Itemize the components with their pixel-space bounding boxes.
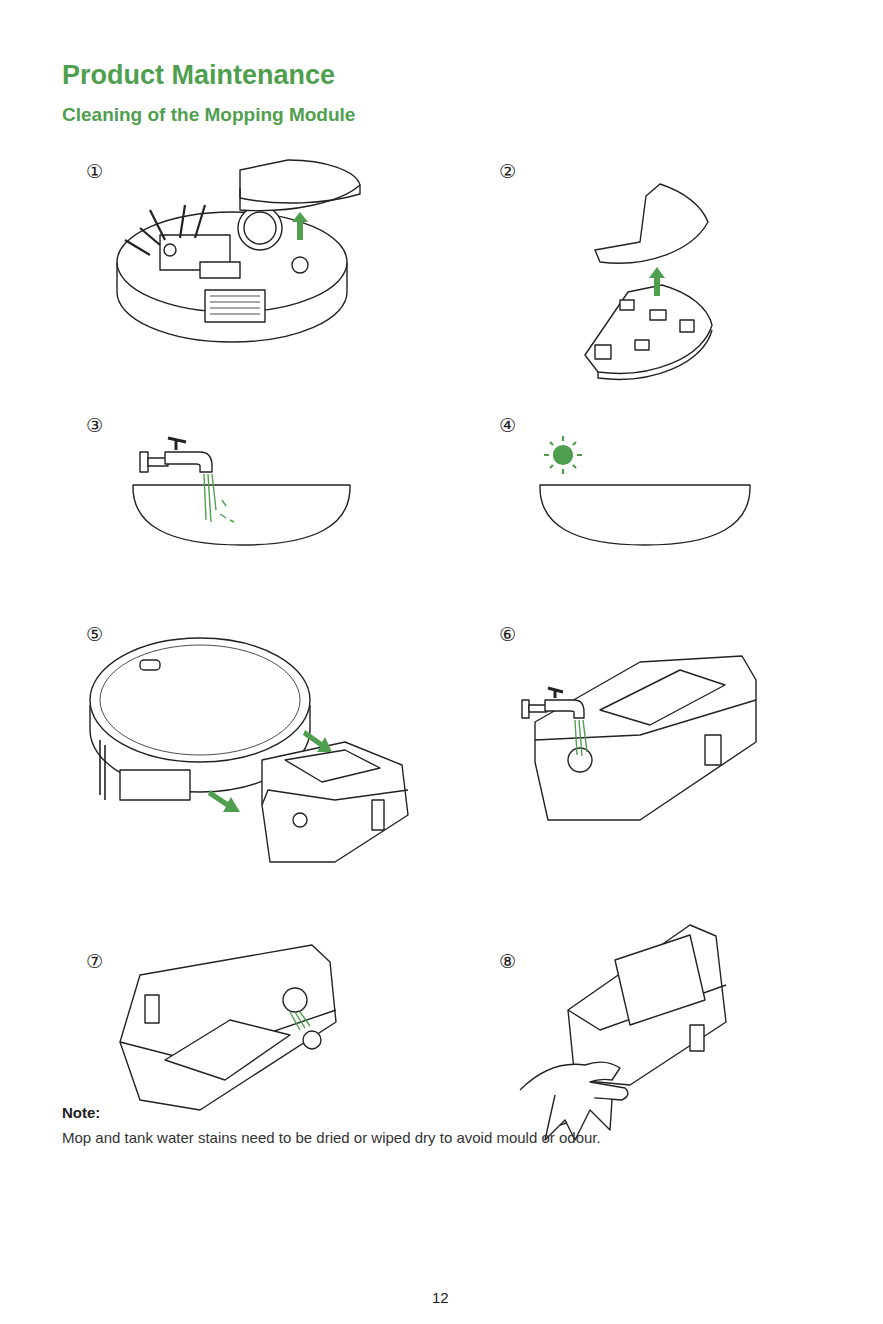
remove-arrow: [208, 730, 332, 812]
callout-number: ①: [86, 160, 103, 183]
water-tank: [262, 742, 408, 862]
mop-cloth: [540, 485, 750, 545]
mop-cloth: [133, 485, 350, 545]
page-number: 12: [432, 1289, 449, 1306]
water-tap: [522, 688, 584, 718]
callout-number: ②: [499, 160, 516, 183]
water-tap: [140, 438, 212, 472]
callout-number: ⑤: [86, 623, 103, 646]
lift-arrow: [292, 212, 308, 240]
sun-symbol: [544, 436, 582, 474]
lift-arrow: [649, 267, 665, 296]
note-heading: Note:: [62, 1104, 100, 1121]
callout-number: ⑧: [499, 950, 516, 973]
robot-underside: [117, 205, 347, 342]
hand-with-cloth: [520, 1062, 628, 1140]
water-tank: [120, 945, 336, 1110]
mop-plate: [240, 160, 360, 211]
callout-number: ⑥: [499, 623, 516, 646]
callout-number: ④: [499, 414, 516, 437]
water-tank: [568, 925, 726, 1085]
page-title: Product Maintenance: [62, 60, 335, 91]
mop-plate: [585, 285, 712, 379]
callout-number: ③: [86, 414, 103, 437]
mop-cloth: [595, 184, 708, 263]
callout-number: ⑦: [86, 950, 103, 973]
water-stream: [204, 474, 234, 522]
note-text: Mop and tank water stains need to be dri…: [62, 1129, 601, 1146]
water-stream: [290, 1012, 310, 1030]
water-stream: [575, 720, 587, 756]
water-tank: [535, 656, 756, 820]
section-heading: Cleaning of the Mopping Module: [62, 104, 355, 126]
